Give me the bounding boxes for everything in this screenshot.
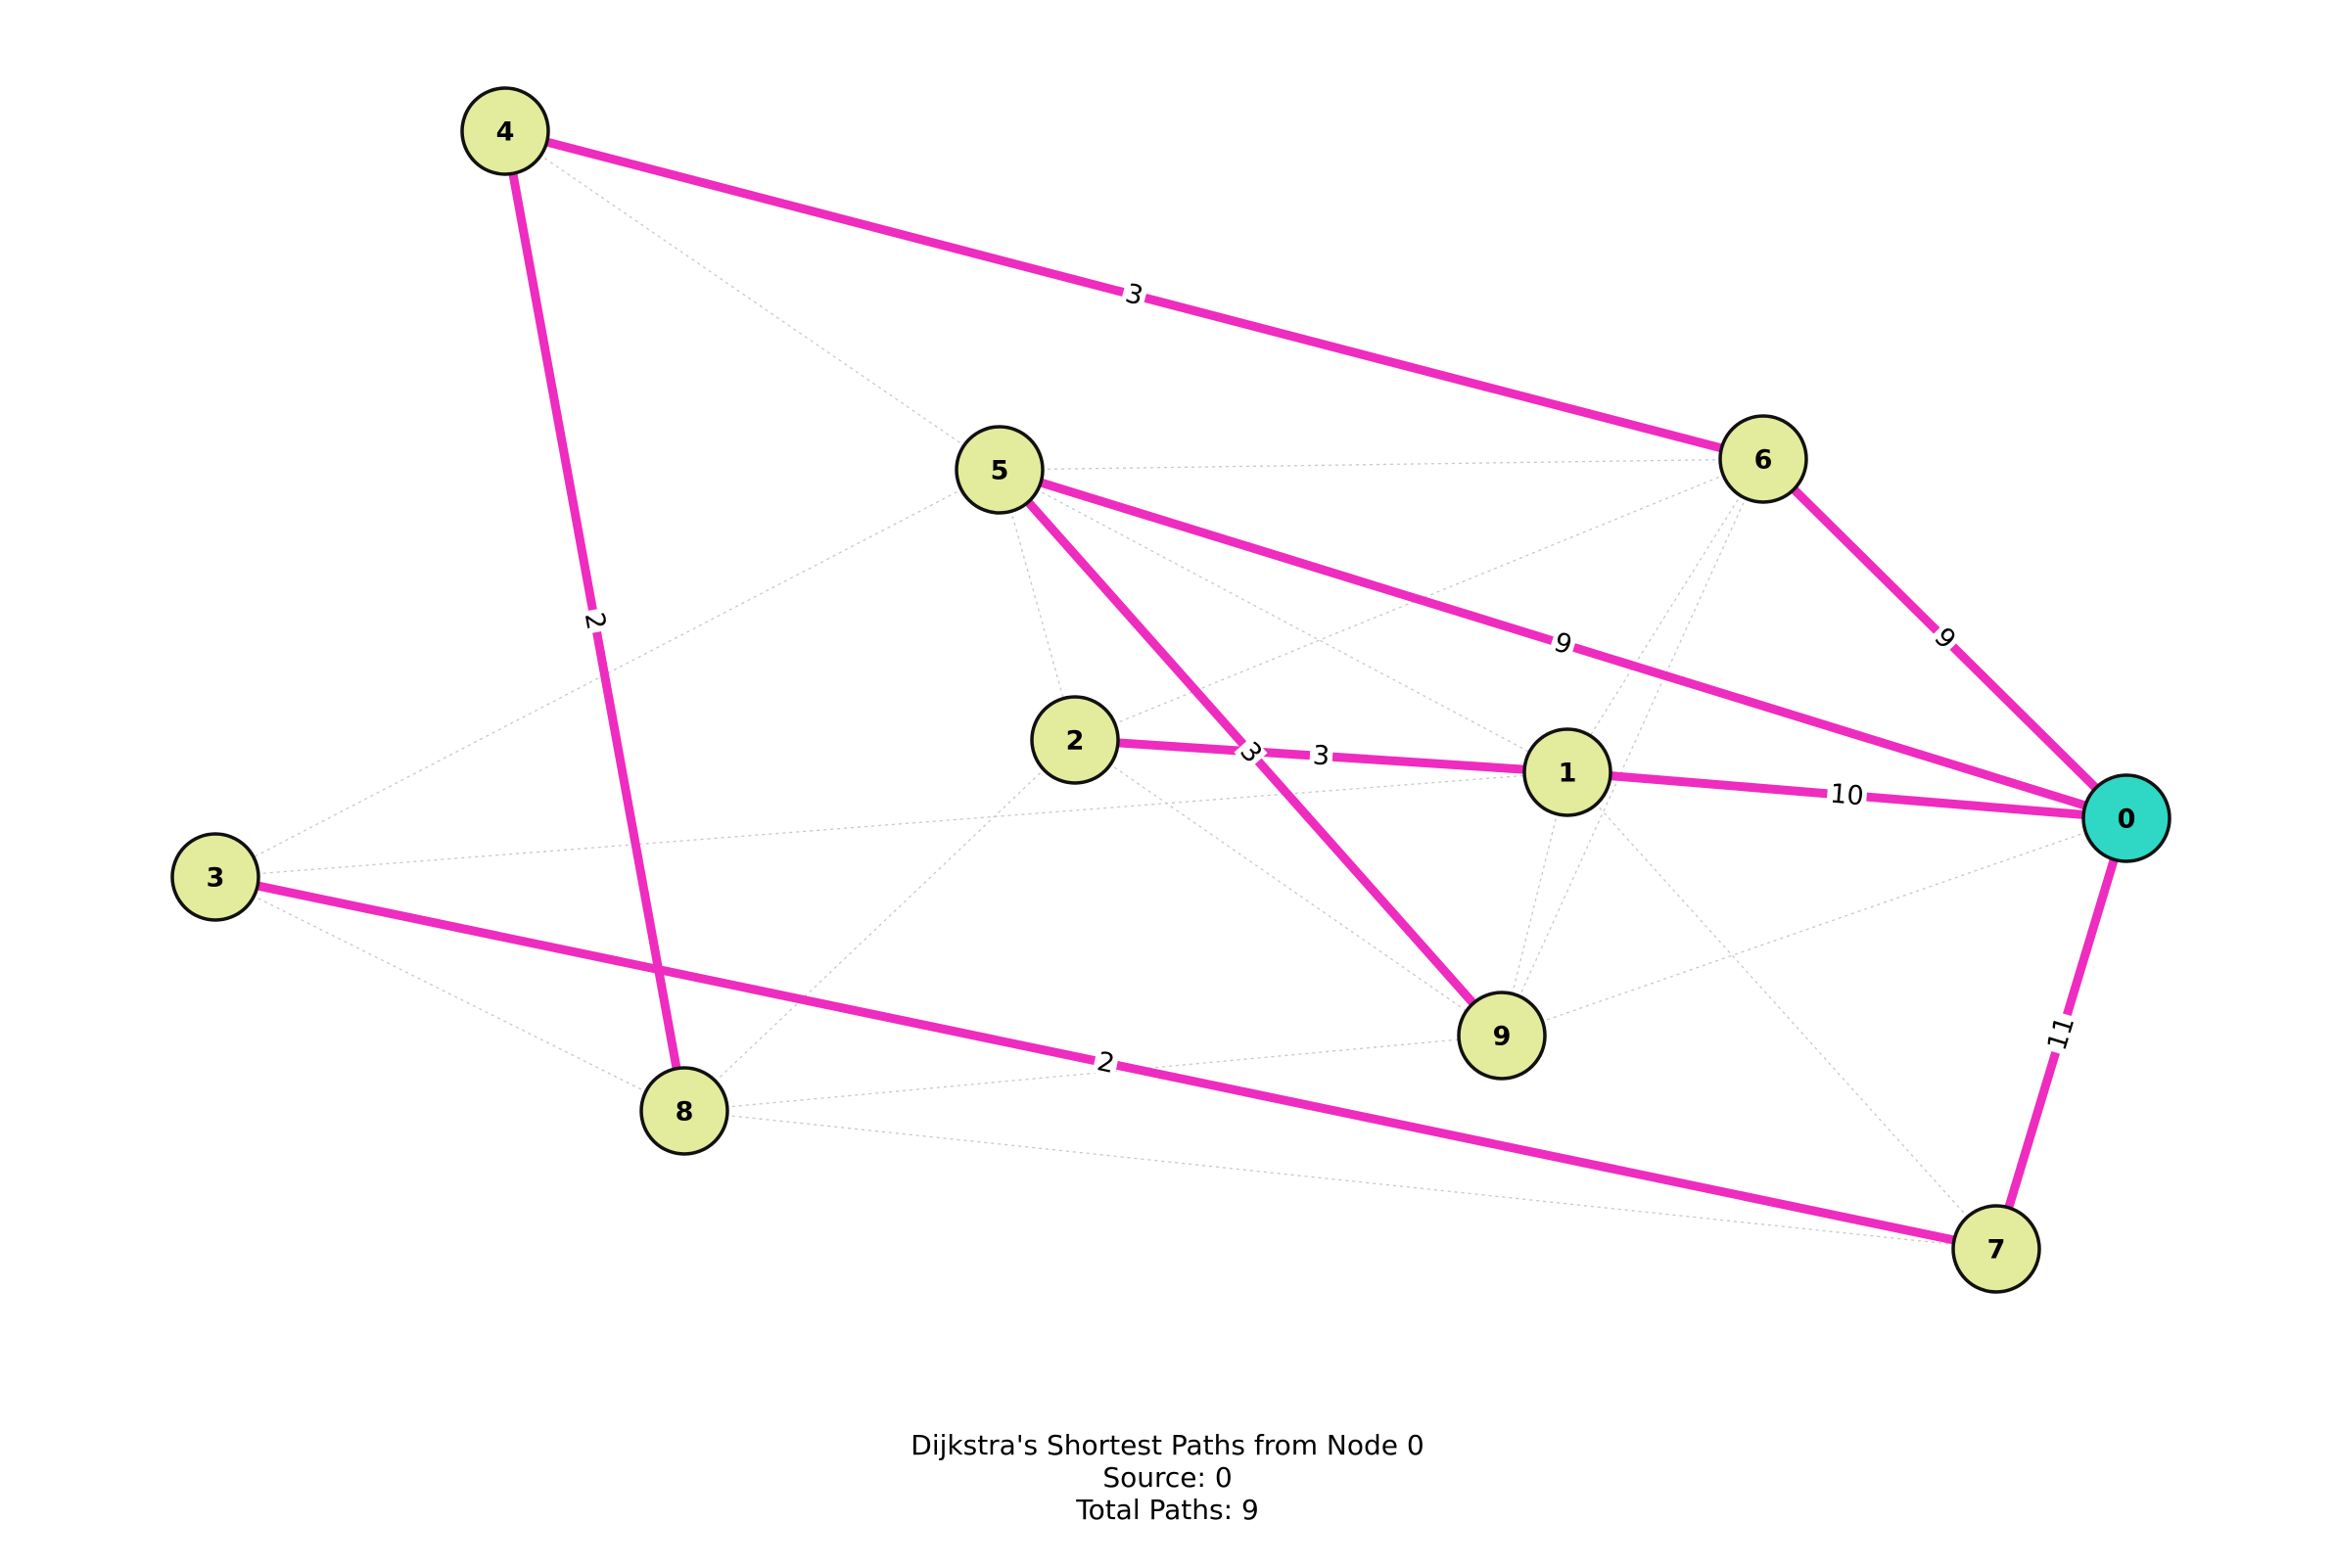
edge-5-6	[999, 458, 1764, 471]
edge-9-0	[1501, 817, 2127, 1037]
edge-weight-bg-5-9	[1234, 736, 1268, 769]
node-4-circle	[460, 86, 550, 176]
node-0-circle	[2081, 773, 2172, 863]
edge-8-7	[683, 1110, 1997, 1250]
edge-5-1	[999, 469, 1568, 773]
edge-weight-bg-0-1	[1826, 781, 1868, 809]
edge-2-9	[1074, 739, 1503, 1037]
edge-weight-bg-0-7	[2043, 1011, 2079, 1056]
caption-source: Source: 0	[1102, 1461, 1233, 1494]
graph-nodes: 0 1 2 3 4 5 6 7 8 9	[170, 86, 2172, 1294]
edge-weight-bg-6-4	[1120, 280, 1148, 310]
node-2-label: 2	[1066, 726, 1085, 757]
edge-1-7	[1566, 771, 1997, 1250]
caption-total-paths: Total Paths: 9	[1076, 1494, 1259, 1526]
node-6-circle	[1718, 414, 1808, 504]
edge-weight-bg-7-3	[1092, 1048, 1120, 1078]
figure-caption: Dijkstra's Shortest Paths from Node 0 So…	[0, 1429, 2335, 1526]
node-0[interactable]: 0	[2081, 773, 2172, 863]
edge-4-5	[504, 130, 1001, 471]
edge-weight-label-1-2: 3	[1312, 740, 1331, 771]
node-7-label: 7	[1987, 1235, 2006, 1266]
node-1[interactable]: 1	[1522, 727, 1612, 817]
node-0-label: 0	[2118, 805, 2136, 835]
node-2-circle	[1030, 695, 1120, 785]
node-9-label: 9	[1493, 1022, 1512, 1052]
edge-weight-label-4-8: 2	[579, 610, 612, 631]
edge-5-2	[999, 469, 1076, 741]
edge-weight-bg-0-5	[1548, 628, 1578, 660]
node-9[interactable]: 9	[1457, 991, 1547, 1081]
edge-3-1	[214, 771, 1568, 878]
edge-6-9	[1501, 458, 1764, 1037]
node-8[interactable]: 8	[639, 1066, 729, 1156]
node-4[interactable]: 4	[460, 86, 550, 176]
edge-1-9	[1501, 771, 1568, 1037]
node-3-label: 3	[207, 863, 225, 894]
edge-6-1	[1566, 458, 1764, 773]
node-8-label: 8	[676, 1097, 694, 1128]
non-path-edges	[214, 130, 2127, 1250]
node-8-circle	[639, 1066, 729, 1156]
caption-title: Dijkstra's Shortest Paths from Node 0	[911, 1429, 1424, 1461]
edge-weight-label-0-1: 10	[1829, 779, 1865, 812]
node-1-label: 1	[1559, 759, 1577, 789]
node-2[interactable]: 2	[1030, 695, 1120, 785]
edge-8-9	[683, 1035, 1503, 1112]
edge-weight-label-7-3: 2	[1095, 1046, 1117, 1080]
edge-3-8	[214, 876, 685, 1112]
node-1-circle	[1522, 727, 1612, 817]
shortest-path-edges	[214, 126, 2131, 1254]
node-4-label: 4	[496, 117, 515, 148]
edge-weight-bg-4-8	[581, 607, 609, 635]
node-7-circle	[1951, 1204, 2041, 1294]
edge-weight-bg-1-2	[1309, 743, 1333, 769]
edge-weight-label-0-5: 9	[1551, 627, 1576, 662]
node-3-circle	[170, 832, 260, 922]
node-9-circle	[1457, 991, 1547, 1081]
node-5[interactable]: 5	[955, 425, 1045, 515]
node-3[interactable]: 3	[170, 832, 260, 922]
edge-2-8	[683, 739, 1076, 1112]
node-5-label: 5	[991, 456, 1009, 486]
node-6[interactable]: 6	[1718, 414, 1808, 504]
node-6-label: 6	[1754, 445, 1773, 476]
edge-weight-bg-0-6	[1928, 622, 1962, 656]
node-7[interactable]: 7	[1951, 1204, 2041, 1294]
node-5-circle	[955, 425, 1045, 515]
